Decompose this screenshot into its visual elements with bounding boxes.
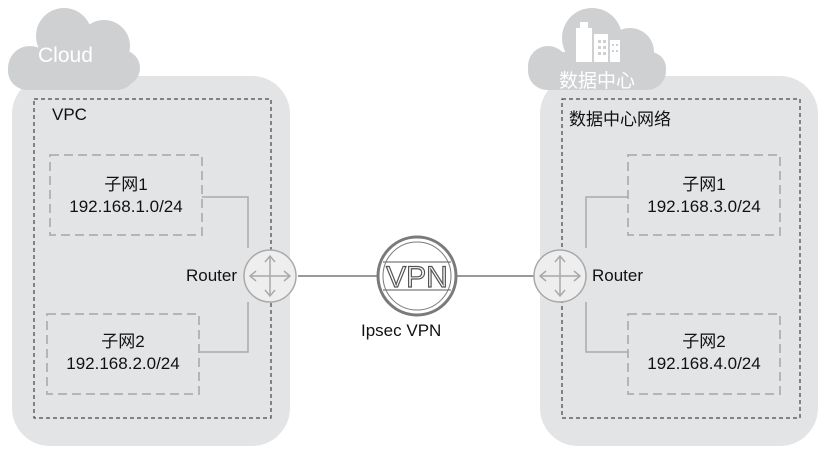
left-network-label: VPC	[52, 105, 87, 124]
cloud-icon	[8, 8, 140, 90]
right-subnet-links	[585, 196, 628, 353]
left-subnet-1-text: 子网1 192.168.1.0/24	[50, 174, 202, 218]
right-subnet-1-text: 子网1 192.168.3.0/24	[628, 174, 780, 218]
right-site-panel	[540, 76, 818, 446]
left-subnet-links	[199, 196, 249, 353]
left-site-panel	[12, 76, 290, 446]
subnet-cidr: 192.168.1.0/24	[69, 197, 183, 216]
router-icon	[243, 249, 297, 303]
right-network-label: 数据中心网络	[569, 110, 671, 129]
left-router-label: Router	[186, 266, 238, 285]
left-cloud-label: Cloud	[38, 44, 93, 67]
right-subnet-2-box	[627, 313, 781, 395]
subnet-name: 子网2	[101, 332, 145, 351]
right-router-label: Router	[592, 266, 644, 285]
subnet-cidr: 192.168.2.0/24	[66, 354, 180, 373]
subnet-name: 子网1	[104, 175, 148, 194]
vpn-icon: VPN	[376, 235, 458, 317]
left-subnet-2-text: 子网2 192.168.2.0/24	[47, 331, 199, 375]
building-icon	[576, 22, 620, 62]
right-cloud-label: 数据中心	[559, 71, 636, 92]
subnet-name: 子网2	[682, 332, 726, 351]
left-subnet-2-box	[46, 313, 200, 395]
subnet-cidr: 192.168.4.0/24	[647, 354, 761, 373]
vpn-badge-text: VPN	[386, 261, 448, 294]
right-subnet-1-box	[627, 154, 781, 236]
router-icon	[533, 249, 587, 303]
vpc-boundary	[33, 98, 272, 419]
subnet-name: 子网1	[682, 175, 726, 194]
subnet-cidr: 192.168.3.0/24	[647, 197, 761, 216]
right-subnet-2-text: 子网2 192.168.4.0/24	[628, 331, 780, 375]
vpn-label: Ipsec VPN	[361, 321, 442, 340]
left-subnet-1-box	[49, 154, 203, 236]
